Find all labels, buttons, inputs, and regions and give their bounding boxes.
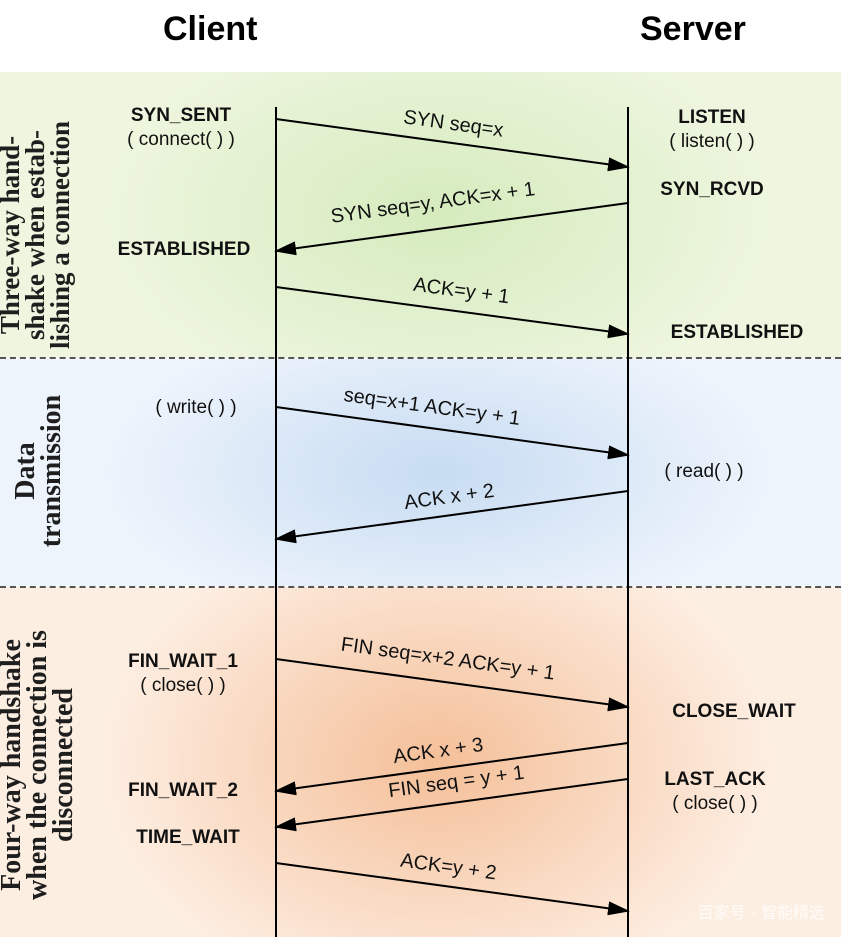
watermark: 百家号 · 智能精选 [697,903,825,922]
client-state-established: ESTABLISHED [96,238,272,262]
section-divider [0,357,841,359]
client-state-fin-wait-2: FIN_WAIT_2 [98,779,268,803]
message-arrow [274,490,629,544]
server-state-last-ack: LAST_ACK ( close( ) ) [640,768,790,816]
server-state-read: ( read( ) ) [640,460,768,484]
message-arrow [275,658,630,712]
state-title: ESTABLISHED [670,322,804,343]
state-call: ( read( ) ) [664,461,744,482]
message-arrow [274,778,629,832]
message-arrow [275,118,630,172]
message-arrow [275,286,630,339]
message-arrow [275,406,630,460]
client-header: Client [163,10,258,48]
state-title: LAST_ACK [664,769,766,790]
state-title: ESTABLISHED [117,239,251,260]
state-title: FIN_WAIT_2 [128,780,238,801]
client-state-time-wait: TIME_WAIT [108,826,268,850]
client-state-syn-sent: SYN_SENT ( connect( ) ) [96,104,266,152]
state-call: ( connect( ) ) [127,128,235,150]
section-teardown-background [0,587,841,937]
section-data-background [0,359,841,586]
client-state-fin-wait-1: FIN_WAIT_1 ( close( ) ) [98,650,268,698]
server-state-close-wait: CLOSE_WAIT [644,700,824,724]
client-state-write: ( write( ) ) [126,396,266,420]
state-call: ( close( ) ) [140,674,226,696]
section-divider [0,586,841,588]
server-state-listen: LISTEN ( listen( ) ) [640,106,784,154]
state-title: SYN_SENT [130,105,232,126]
state-title: SYN_RCVD [660,179,764,200]
section-handshake-background [0,72,841,358]
server-header: Server [640,10,746,48]
message-arrow [274,202,629,256]
server-state-syn-rcvd: SYN_RCVD [640,178,784,202]
message-arrow [275,862,630,916]
state-call: ( write( ) ) [155,397,237,418]
state-title: FIN_WAIT_1 [128,651,238,672]
state-title: LISTEN [678,107,746,128]
state-call: ( close( ) ) [672,792,758,814]
state-title: CLOSE_WAIT [672,701,796,722]
message-arrow [274,742,629,796]
server-state-established: ESTABLISHED [642,321,832,345]
state-call: ( listen( ) ) [669,130,755,152]
state-title: TIME_WAIT [136,827,240,848]
